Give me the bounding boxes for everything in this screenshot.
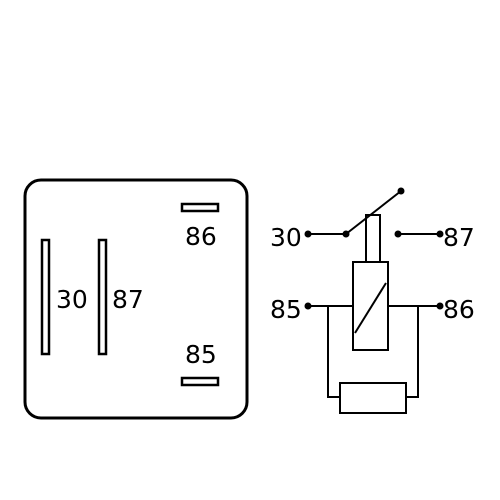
switch-contact bbox=[304, 187, 444, 238]
relay-schematic: 30 87 85 86 bbox=[270, 187, 475, 414]
resistor-right-lead bbox=[406, 306, 419, 398]
contact-87-dot bbox=[394, 230, 402, 238]
coil-wiring bbox=[304, 302, 444, 398]
relay-coil bbox=[352, 261, 389, 351]
pin-85-slot bbox=[180, 376, 220, 387]
terminal-85-dot bbox=[304, 302, 312, 310]
pin-86-slot bbox=[180, 202, 220, 213]
footprint-outline bbox=[23, 178, 249, 420]
switch-arm bbox=[345, 190, 402, 235]
terminal-87-dot bbox=[436, 230, 444, 238]
pin-30-label: 30 bbox=[56, 285, 88, 314]
terminal-86-dot bbox=[436, 302, 444, 310]
terminal-86-label: 86 bbox=[443, 295, 475, 324]
relay-footprint: 30 87 86 85 bbox=[23, 178, 249, 420]
coil-body bbox=[352, 261, 389, 351]
suppression-resistor bbox=[339, 382, 407, 414]
terminal-85-label: 85 bbox=[270, 295, 302, 324]
pin-87-slot bbox=[97, 238, 108, 356]
terminal-87-label: 87 bbox=[443, 223, 475, 252]
pin-86-label: 86 bbox=[185, 222, 217, 251]
terminal-30-label: 30 bbox=[270, 223, 302, 252]
switch-arm-tip-dot bbox=[397, 187, 405, 195]
pin-85-label: 85 bbox=[185, 340, 217, 369]
coil-winding-slash bbox=[354, 282, 387, 334]
pin-87-label: 87 bbox=[112, 285, 144, 314]
terminal-30-dot bbox=[304, 230, 312, 238]
pin-30-slot bbox=[40, 238, 51, 356]
coil-actuator-linkage bbox=[365, 214, 381, 263]
resistor-left-lead bbox=[327, 306, 340, 398]
